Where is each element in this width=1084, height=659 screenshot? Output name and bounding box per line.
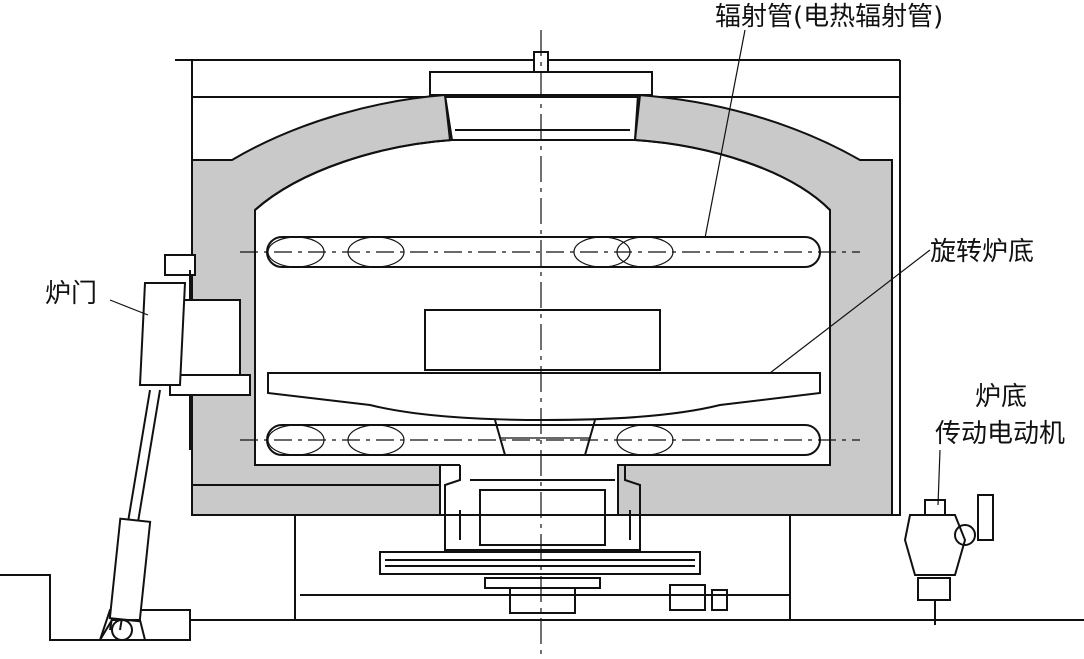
label-furnace-door: 炉门 [45,279,97,309]
label-rotating-hearth: 旋转炉底 [930,237,1034,267]
label-radiant-tube: 辐射管(电热辐射管) [715,2,943,32]
hearth-support [294,465,791,620]
refractory-lining [191,93,893,516]
foundation [0,574,1084,641]
radiant-tubes-lower [240,424,860,456]
workpiece [424,309,661,371]
radiant-tubes-upper [240,236,860,268]
hearth-drive-motor [903,494,994,625]
furnace-door-assembly [99,254,251,641]
furnace-chamber [254,139,831,466]
label-hearth-motor-line1: 炉底 [975,382,1027,412]
leader-lines [109,29,941,506]
rotating-hearth [267,372,821,456]
label-hearth-motor-line2: 传动电动机 [935,419,1065,449]
